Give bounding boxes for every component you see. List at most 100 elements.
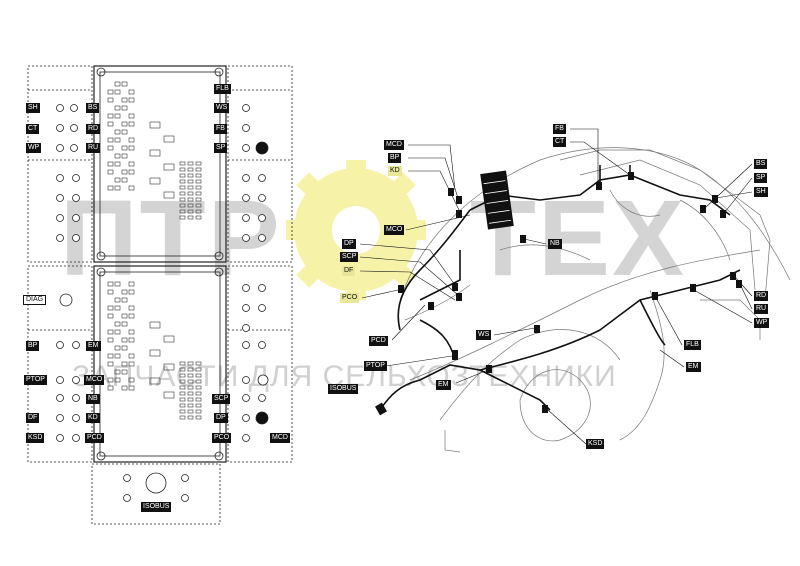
connector-hole (70, 104, 78, 112)
connector-hole (242, 284, 250, 292)
pcb-component (114, 185, 121, 191)
pcb-component (121, 337, 128, 343)
pcb-component (179, 197, 186, 202)
harness-label-nb: NB (548, 239, 562, 249)
harness-label-mcd: MCD (384, 140, 404, 150)
pcb-component (195, 173, 202, 178)
connector-hole (181, 494, 189, 502)
pcb-component (107, 337, 114, 343)
connector-hole (123, 494, 131, 502)
pcb-component (114, 177, 121, 183)
pcb-component (187, 167, 194, 172)
pcb-component (179, 167, 186, 172)
pcb-component (114, 305, 121, 311)
connector-hole (258, 234, 266, 242)
pcb-component (128, 313, 135, 319)
connector-hole (242, 341, 250, 349)
connector-hole (56, 214, 64, 222)
panel-label-pcd: PCD (85, 433, 104, 443)
connector-hole (72, 341, 80, 349)
pcb-component (195, 203, 202, 208)
pcb-component (121, 369, 128, 375)
pcb-components (107, 81, 202, 420)
pcb-component (121, 361, 128, 367)
connector-hole (242, 104, 250, 112)
pcb-component (179, 379, 186, 384)
harness-label-sh: SH (754, 187, 768, 197)
connector-hole (242, 144, 250, 152)
connector-hole (242, 324, 250, 332)
panel-label-nb: NB (86, 394, 100, 404)
connector-hole-filled (255, 141, 269, 155)
connector-hole (242, 434, 250, 442)
connector-hole (56, 174, 64, 182)
pcb-component (121, 153, 128, 159)
pcb-component (187, 197, 194, 202)
pcb-component (163, 135, 175, 143)
pcb-component (107, 185, 114, 191)
pcb-component (149, 321, 161, 329)
pcb-component (128, 97, 135, 103)
pcb-component (163, 191, 175, 199)
pcb-component (149, 177, 161, 185)
pcb-component (107, 121, 114, 127)
pcb-component (107, 89, 114, 95)
pcb-component (195, 379, 202, 384)
pcb-component (107, 305, 114, 311)
pcb-component (195, 361, 202, 366)
pcb-component (195, 409, 202, 414)
pcb-component (121, 345, 128, 351)
pcb-component (187, 215, 194, 220)
pcb-component (128, 145, 135, 151)
pcb-component (179, 373, 186, 378)
pcb-component (195, 161, 202, 166)
panel-label-scp: SCP (212, 394, 231, 404)
harness-label-dp: DP (342, 239, 356, 249)
pcb-component (128, 121, 135, 127)
pcb-component (114, 105, 121, 111)
harness-label-pco: PCO (340, 293, 360, 303)
pcb-component (187, 185, 194, 190)
panel-label-bs: BS (86, 103, 100, 113)
connector-hole (56, 194, 64, 202)
connector-hole (72, 174, 80, 182)
pcb-component (179, 391, 186, 396)
pcb-component (114, 113, 121, 119)
pcb-component (121, 169, 128, 175)
pcb-component (195, 185, 202, 190)
harness-label-wp: WP (754, 318, 770, 328)
panel-label-wp: WP (26, 143, 42, 153)
connector-hole (258, 341, 266, 349)
pcb-component (121, 297, 128, 303)
pcb-component (128, 137, 135, 143)
panel-label-ksd: KSD (26, 433, 45, 443)
connector-hole (72, 394, 80, 402)
pcb-component (187, 209, 194, 214)
panel-label-fb: FB (214, 124, 227, 134)
connector-hole (242, 394, 250, 402)
pcb-component (179, 161, 186, 166)
harness-label-ct: CT (553, 137, 567, 147)
pcb-component (107, 161, 114, 167)
connector-hole (242, 124, 250, 132)
pcb-component (187, 391, 194, 396)
diag-socket (59, 293, 73, 307)
pcb-component (121, 289, 128, 295)
pcb-component (121, 385, 128, 391)
pcb-component (179, 409, 186, 414)
pcb-component (107, 377, 114, 383)
pcb-component (179, 185, 186, 190)
harness-label-ptop: PTOP (364, 361, 387, 371)
pcb-component (179, 215, 186, 220)
pcb-component (128, 385, 135, 391)
connector-hole (70, 144, 78, 152)
pcb-component (149, 149, 161, 157)
pcb-component (121, 313, 128, 319)
pcb-component (195, 215, 202, 220)
pcb-component (187, 403, 194, 408)
pcb-component (114, 297, 121, 303)
pcb-component (107, 329, 114, 335)
connector-hole (257, 374, 269, 386)
pcb-component (179, 397, 186, 402)
